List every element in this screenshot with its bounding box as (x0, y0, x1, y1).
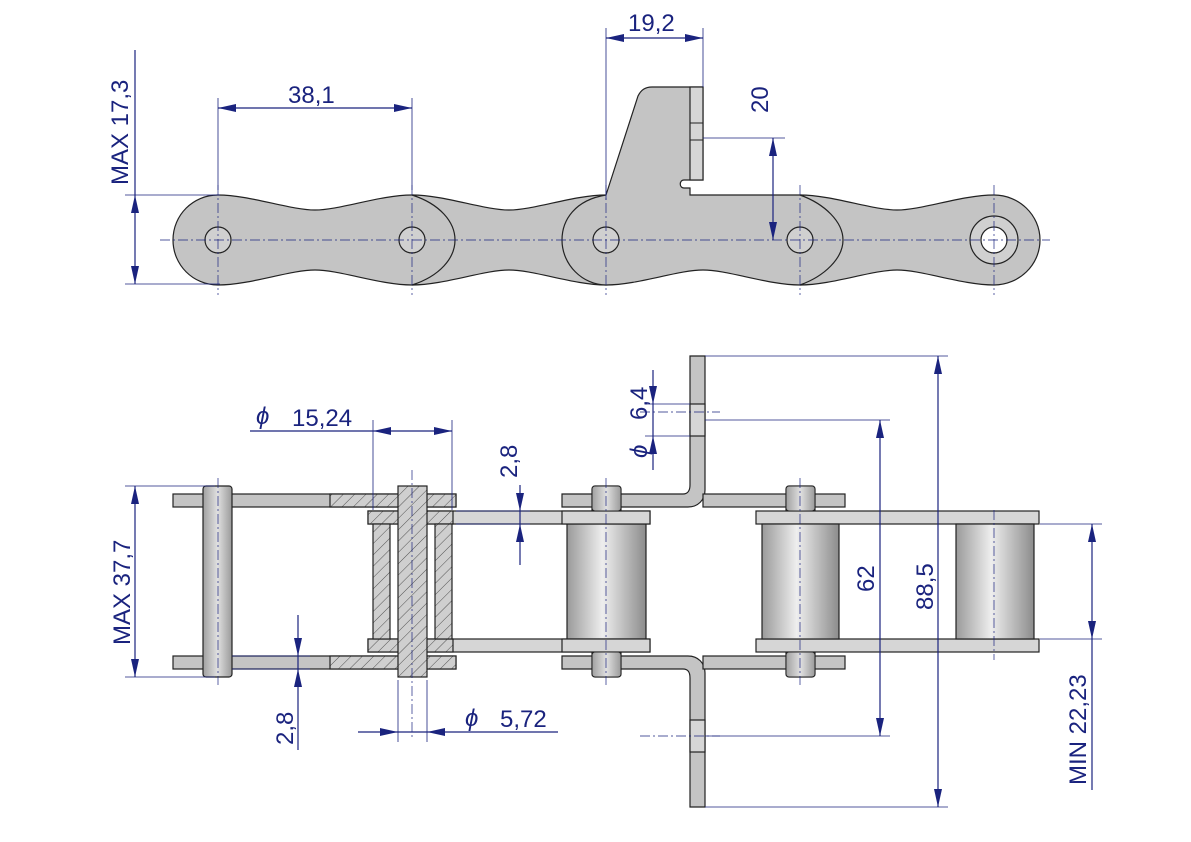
dim-88-5: 88,5 (912, 563, 939, 610)
attachment-plate-top (561, 355, 706, 508)
roller-2 (761, 523, 840, 640)
top-view: MAX 17,3 38,1 19,2 20 (107, 10, 1050, 295)
attachment-edge (689, 86, 704, 181)
inner-plate-bottom-2 (755, 638, 1040, 653)
pin-1 (202, 485, 233, 678)
dim-15-24: 15,24 (292, 405, 352, 432)
outer-plate-top-2 (702, 493, 846, 508)
dim-min-22-23: MIN 22,23 (1065, 674, 1092, 785)
dim-6-4: 6,4 (626, 387, 653, 420)
dim-diameter-symbol-2: ϕ (626, 445, 653, 458)
dim-diameter-symbol-3: ϕ (465, 705, 478, 732)
attachment-plate-bottom (561, 655, 706, 808)
dim-5-72: 5,72 (500, 706, 547, 733)
attachment-link (561, 86, 847, 286)
dim-62: 62 (853, 565, 880, 592)
dim-38-1: 38,1 (288, 82, 335, 109)
roller-3 (955, 523, 1035, 640)
bottom-view: MAX 37,7 ϕ 15,24 2,8 6,4 ϕ 62 (109, 355, 1102, 808)
dim-max-37-7: MAX 37,7 (109, 540, 136, 645)
dim-20: 20 (747, 86, 774, 113)
dim-max-17-3: MAX 17,3 (107, 80, 134, 185)
dim-2-8-bottom: 2,8 (272, 712, 299, 745)
dim-2-8-top: 2,8 (496, 445, 523, 478)
inner-plate-top-2 (755, 510, 1040, 525)
roller-1 (566, 523, 647, 640)
dim-19-2: 19,2 (628, 10, 675, 37)
dim-diameter-symbol-1: ϕ (256, 403, 269, 430)
outer-plate-bottom-2 (702, 655, 846, 670)
pin-2-section (397, 485, 428, 678)
